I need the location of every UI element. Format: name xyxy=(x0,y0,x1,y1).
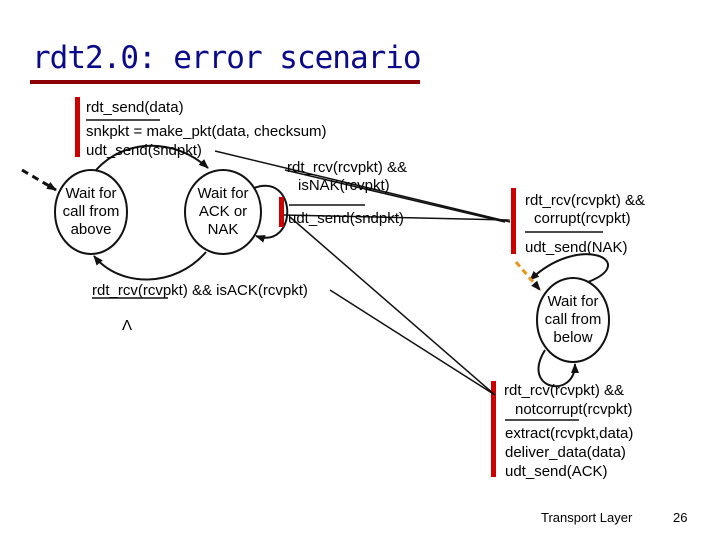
page-number: 26 xyxy=(673,510,688,525)
label-nak-event-1: rdt_rcv(rcvpkt) && xyxy=(287,159,408,176)
receiver-entry-arrow xyxy=(514,261,542,291)
state-label-wait-call-above: Wait for call from above xyxy=(62,185,120,238)
packet-flow-line xyxy=(283,214,511,221)
label-nak-action: udt_send(sndpkt) xyxy=(288,210,404,227)
packet-flow-line xyxy=(289,216,496,396)
highlight-bar-notcorrupt xyxy=(491,381,496,477)
label-ack-event: rdt_rcv(rcvpkt) && isACK(rcvpkt) xyxy=(92,282,308,299)
footer-label: Transport Layer xyxy=(541,510,633,525)
state-label-wait-call-below: Wait for call from below xyxy=(544,293,602,346)
label-lambda-action: Λ xyxy=(122,317,133,334)
label-corrupt-event-2: corrupt(rcvpkt) xyxy=(534,210,631,227)
label-corrupt-event-1: rdt_rcv(rcvpkt) && xyxy=(525,192,646,209)
transition-self-loop-notcorrupt xyxy=(537,349,579,388)
state-label-wait-ack-nak: Wait for ACK or NAK xyxy=(197,185,249,238)
transition-arc-send xyxy=(95,144,209,171)
packet-flow-line xyxy=(214,150,511,223)
highlight-bar-send xyxy=(75,97,80,157)
label-udt-send-ack-action: udt_send(ACK) xyxy=(505,463,608,480)
state-wait-ack-nak xyxy=(184,169,262,255)
state-wait-call-below xyxy=(536,277,610,363)
packet-flow-line xyxy=(284,169,506,223)
highlight-bar-nak xyxy=(279,197,284,227)
label-make-pkt-action: snkpkt = make_pkt(data, checksum) xyxy=(86,123,327,140)
label-nak-event-2: isNAK(rcvpkt) xyxy=(298,177,390,194)
slide-title: rdt2.0: error scenario xyxy=(32,40,422,76)
label-notcorrupt-event-1: rdt_rcv(rcvpkt) && xyxy=(504,382,625,399)
label-udt-send-action: udt_send(sndpkt) xyxy=(86,142,202,159)
label-notcorrupt-event-2: notcorrupt(rcvpkt) xyxy=(515,401,633,418)
label-deliver-action: deliver_data(data) xyxy=(505,444,626,461)
packet-flow-line xyxy=(329,289,496,396)
label-rdt-send-event: rdt_send(data) xyxy=(86,99,184,116)
highlight-bar-corrupt xyxy=(511,188,516,254)
title-underline xyxy=(30,80,420,84)
label-extract-action: extract(rcvpkt,data) xyxy=(505,425,634,442)
label-corrupt-action: udt_send(NAK) xyxy=(525,239,628,256)
transition-self-loop-nak xyxy=(253,184,289,243)
initial-state-arrow xyxy=(21,168,57,192)
transition-arc-ack xyxy=(93,251,207,281)
state-wait-call-above xyxy=(54,169,128,255)
transition-self-loop-corrupt xyxy=(529,253,609,283)
